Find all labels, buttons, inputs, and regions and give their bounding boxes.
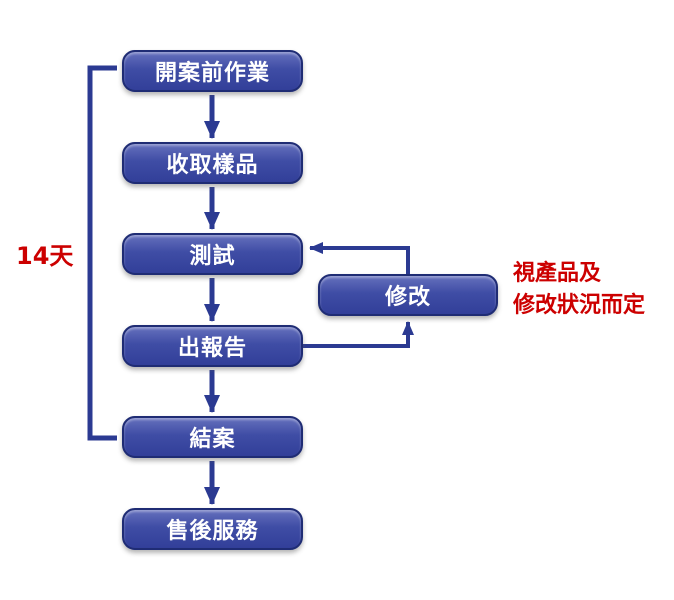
flow-node-report: 出報告 — [122, 325, 303, 367]
flow-node-pre-case: 開案前作業 — [122, 50, 303, 92]
feedback-arrow-modify-to-test — [309, 242, 410, 274]
condition-note-line1: 視產品及 — [513, 261, 602, 286]
bracket-14-days — [87, 65, 117, 441]
flow-node-report-label: 出報告 — [177, 336, 247, 361]
condition-note-line2: 修改狀況而定 — [513, 293, 646, 318]
flow-node-pre-case-label: 開案前作業 — [154, 61, 270, 86]
flow-node-close-case-label: 結案 — [189, 427, 236, 452]
condition-note: 視產品及 修改狀況而定 — [513, 258, 645, 322]
flow-node-modify-label: 修改 — [384, 285, 431, 310]
flow-node-close-case: 結案 — [122, 416, 303, 458]
flow-node-after-sales: 售後服務 — [122, 508, 303, 550]
duration-label: 14天 — [16, 242, 74, 270]
feedback-arrow-report-to-modify — [303, 321, 414, 348]
flow-node-test: 測試 — [122, 233, 303, 275]
flow-node-receive-sample-label: 收取樣品 — [166, 153, 259, 178]
flow-node-receive-sample: 收取樣品 — [122, 142, 303, 184]
flow-node-modify: 修改 — [318, 274, 498, 316]
flow-node-after-sales-label: 售後服務 — [166, 519, 259, 544]
flow-node-test-label: 測試 — [189, 244, 236, 269]
